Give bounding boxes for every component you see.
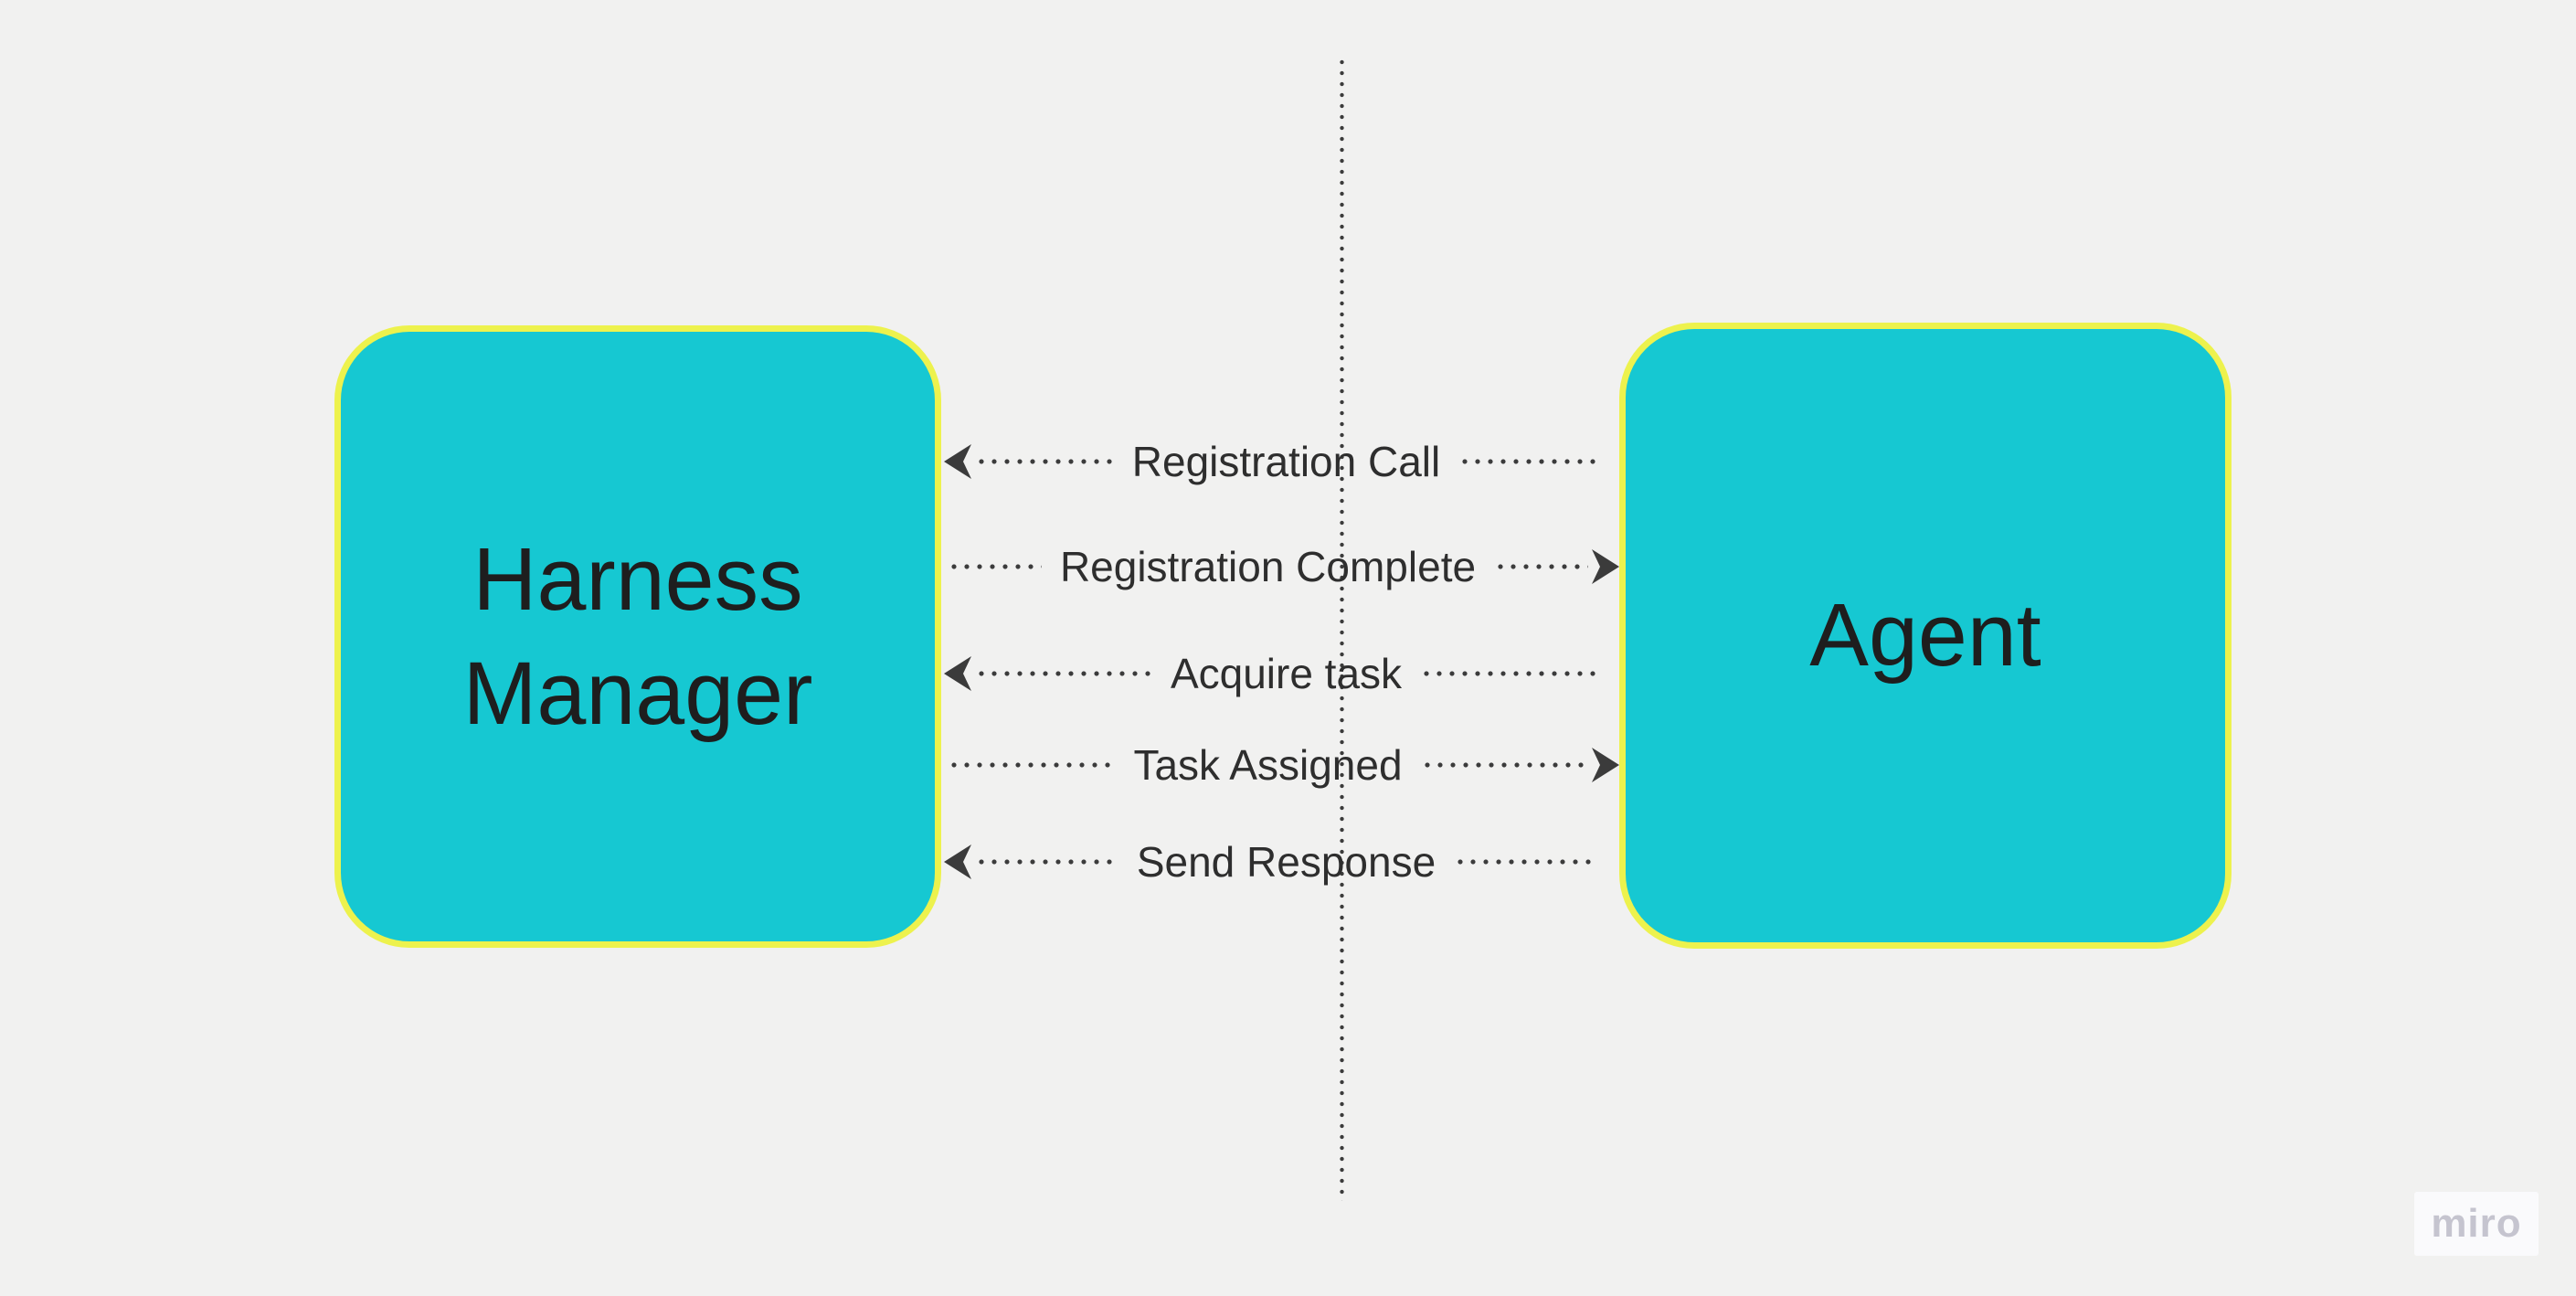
- message-label: Registration Complete: [1059, 543, 1477, 590]
- actor-label-agent: Agent: [1809, 585, 2041, 685]
- message-label: Acquire task: [1170, 650, 1403, 697]
- arrowhead-right-icon: [1592, 548, 1620, 585]
- dotted-connector: [1494, 564, 1589, 569]
- dotted-connector: [1420, 671, 1597, 676]
- actor-box-harness-manager[interactable]: Harness Manager: [334, 325, 941, 948]
- actor-label-harness-manager: Harness Manager: [462, 529, 813, 743]
- dotted-connector: [975, 859, 1118, 865]
- arrowhead-right-icon: [1592, 747, 1619, 783]
- dotted-connector: [975, 459, 1114, 464]
- dotted-connector: [948, 762, 1116, 768]
- message-row-task-assigned[interactable]: Task Assigned: [944, 741, 1619, 789]
- arrowhead-left-icon: [944, 443, 971, 480]
- message-row-send-response[interactable]: Send Response: [944, 838, 1619, 886]
- dotted-connector: [1458, 459, 1598, 464]
- message-row-registration-call[interactable]: Registration Call: [944, 438, 1619, 485]
- dotted-connector: [1454, 859, 1598, 865]
- arrowhead-left-icon: [944, 844, 971, 880]
- miro-watermark: miro: [2414, 1192, 2539, 1256]
- message-label: Send Response: [1136, 838, 1436, 886]
- arrowhead-left-icon: [944, 655, 971, 692]
- message-row-acquire-task[interactable]: Acquire task: [944, 650, 1619, 697]
- center-dotted-lifeline: [1340, 57, 1344, 1201]
- message-label: Task Assigned: [1133, 741, 1403, 789]
- dotted-connector: [975, 671, 1152, 676]
- dotted-connector: [948, 564, 1042, 569]
- miro-logo: miro: [2431, 1201, 2522, 1246]
- message-label: Registration Call: [1131, 438, 1441, 485]
- message-row-registration-complete[interactable]: Registration Complete: [944, 543, 1620, 590]
- actor-box-agent[interactable]: Agent: [1619, 323, 2231, 949]
- dotted-connector: [1420, 762, 1588, 768]
